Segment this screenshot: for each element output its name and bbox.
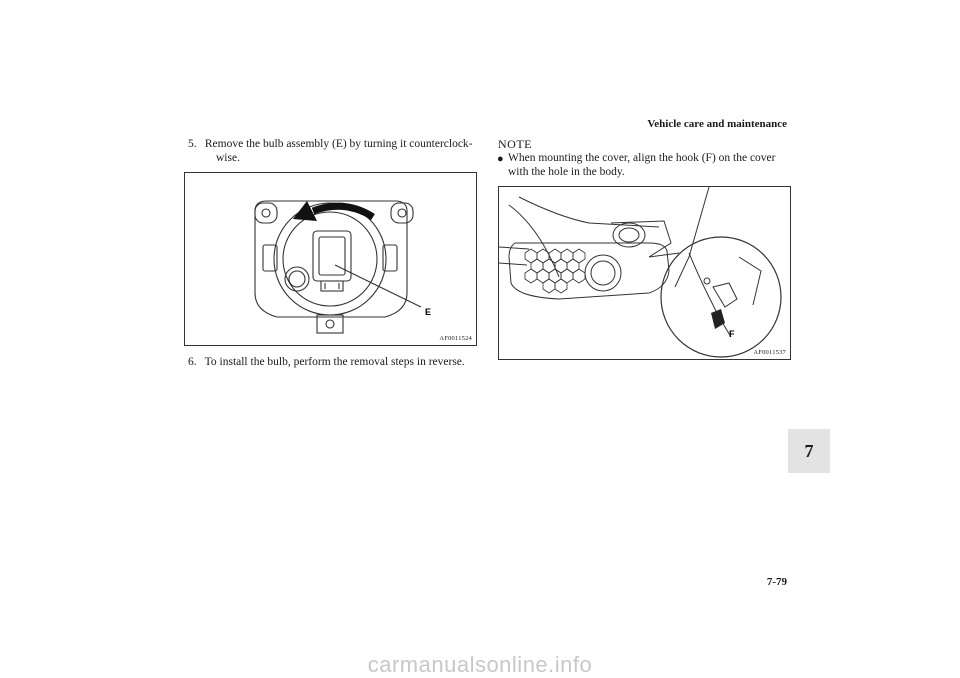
step-6: 6. To install the bulb, perform the remo…	[188, 355, 488, 369]
figure-code-1: AF0011524	[439, 335, 472, 342]
figure-bulb-assembly: E AF0011524	[184, 172, 477, 346]
step-5-text-line2: wise.	[216, 152, 240, 164]
chapter-tab: 7	[788, 429, 830, 473]
fog-lamp-cover-illustration: F	[499, 187, 782, 358]
note-text-block: ● When mounting the cover, align the hoo…	[497, 151, 790, 179]
note-heading: NOTE	[498, 137, 532, 151]
step-6-number: 6.	[188, 356, 197, 368]
note-bullet-icon: ●	[497, 153, 504, 165]
callout-e: E	[425, 307, 431, 317]
step-6-text: To install the bulb, perform the removal…	[204, 356, 465, 368]
step-5-number: 5.	[188, 138, 197, 150]
figure-code-2: AF0011537	[753, 349, 786, 356]
callout-f: F	[729, 329, 735, 339]
step-5: 5. Remove the bulb assembly (E) by turni…	[188, 137, 478, 165]
bulb-assembly-illustration: E	[254, 200, 431, 334]
watermark: carmanualsonline.info	[367, 652, 593, 677]
figure-fog-lamp-cover: F AF0011537	[498, 186, 791, 360]
step-5-text-line1: Remove the bulb assembly (E) by turning …	[204, 138, 473, 150]
section-header: Vehicle care and maintenance	[647, 118, 787, 130]
page-number: 7-79	[766, 576, 787, 588]
note-text: When mounting the cover, align the hook …	[508, 152, 776, 178]
